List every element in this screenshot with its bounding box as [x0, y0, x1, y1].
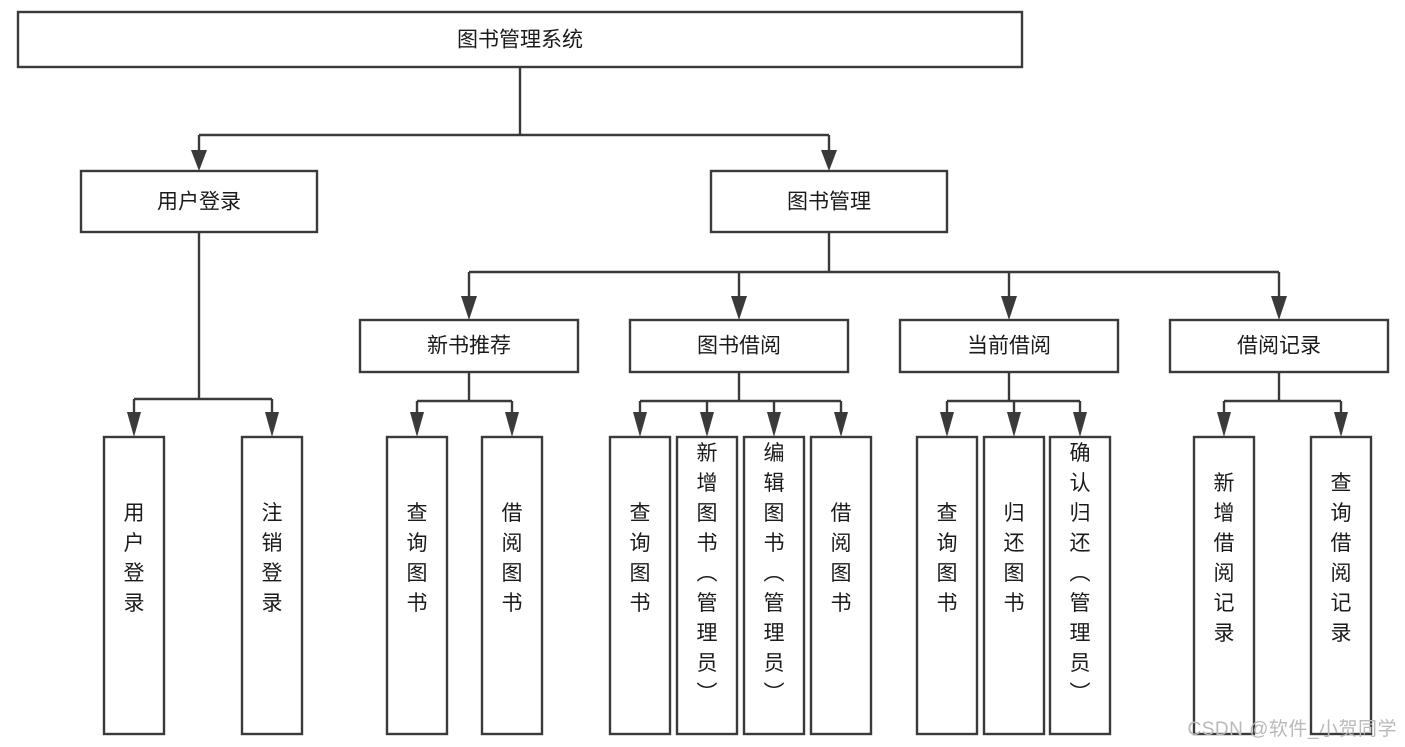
leaf-nb-borrow-book-box — [480, 435, 544, 736]
node-new-book-recommend-label: 新书推荐 — [427, 335, 511, 358]
arrow-head-bb-leaf2 — [700, 412, 714, 437]
csdn-watermark: CSDN @软件_小贺同学 — [1187, 719, 1397, 740]
arrow-head-bb-leaf3 — [767, 412, 781, 437]
node-new-book-recommend[interactable]: 新书推荐 — [358, 318, 580, 374]
arrow-head-current-borrow — [1001, 296, 1017, 320]
arrow-head-bb-leaf1 — [633, 412, 647, 437]
leaf-nb-borrow-book-label: 借阅图书 — [502, 502, 523, 615]
node-borrow-record-box — [1168, 318, 1390, 374]
arrow-head-cb-leaf1 — [940, 412, 954, 437]
node-book-management[interactable]: 图书管理 — [709, 169, 949, 234]
arrow-head-leaf-user-login — [127, 412, 141, 437]
node-root-system[interactable]: 图书管理系统 — [16, 10, 1024, 69]
arrow-head-nb-leaf1 — [410, 412, 424, 437]
leaf-bb-edit-book-label: 编辑图书︵管理员︶ — [764, 442, 785, 705]
node-book-borrow[interactable]: 图书借阅 — [628, 318, 850, 374]
arrow-head-bb-leaf4 — [834, 412, 848, 437]
node-current-borrow-label: 当前借阅 — [967, 335, 1051, 358]
arrow-head-new-book — [461, 296, 477, 320]
leaf-cb-query-book-box — [915, 435, 979, 736]
leaf-cb-return-book-label: 归还图书 — [1004, 502, 1025, 615]
leaf-node[interactable]: 借阅图书 — [809, 435, 873, 736]
leaf-br-add-record-box — [1192, 435, 1256, 736]
arrow-head-book-borrow — [731, 296, 747, 320]
node-root-box — [16, 10, 1024, 69]
node-book-borrow-label: 图书借阅 — [697, 335, 781, 358]
leaf-bb-borrow-book-box — [809, 435, 873, 736]
arrow-head-nb-leaf2 — [505, 412, 519, 437]
leaf-node[interactable]: 编辑图书︵管理员︶ — [742, 435, 806, 736]
leaf-bb-query-book-label: 查询图书 — [630, 502, 651, 615]
leaf-br-query-record-label: 查询借阅记录 — [1331, 472, 1352, 645]
leaf-nb-query-book-label: 查询图书 — [407, 502, 428, 615]
leaf-node[interactable]: 归还图书 — [982, 435, 1046, 736]
arrow-head-cb-leaf2 — [1007, 412, 1021, 437]
arrow-head-br-leaf2 — [1334, 412, 1348, 437]
leaf-node[interactable]: 用户登录 — [102, 435, 166, 736]
leaf-bb-query-book-box — [608, 435, 672, 736]
leaf-node[interactable]: 新增图书︵管理员︶ — [675, 435, 739, 736]
leaf-bb-edit-book-box — [742, 435, 806, 736]
leaf-node[interactable]: 查询借阅记录 — [1309, 435, 1373, 736]
arrow-head-book-mgmt — [821, 150, 837, 171]
leaf-user-login-box — [102, 435, 166, 736]
leaf-node[interactable]: 查询图书 — [608, 435, 672, 736]
leaf-cb-confirm-return-label: 确认归还︵管理员︶ — [1070, 442, 1091, 705]
leaf-cb-confirm-return-box — [1048, 435, 1112, 736]
leaf-nb-query-book-box — [385, 435, 449, 736]
arrow-head-cb-leaf3 — [1073, 412, 1087, 437]
arrow-head-leaf-logout — [265, 412, 279, 437]
leaf-node[interactable]: 查询图书 — [385, 435, 449, 736]
node-user-login-box — [79, 169, 319, 234]
leaf-node[interactable]: 新增借阅记录 — [1192, 435, 1256, 736]
leaf-cb-query-book-label: 查询图书 — [937, 502, 958, 615]
node-book-borrow-box — [628, 318, 850, 374]
leaf-logout-box — [240, 435, 304, 736]
node-root-label: 图书管理系统 — [457, 29, 583, 52]
leaf-node[interactable]: 查询图书 — [915, 435, 979, 736]
arrow-head-br-leaf1 — [1217, 412, 1231, 437]
leaf-br-query-record-box — [1309, 435, 1373, 736]
leaf-cb-return-book-box — [982, 435, 1046, 736]
leaf-node[interactable]: 注销登录 — [240, 435, 304, 736]
leaf-node[interactable]: 确认归还︵管理员︶ — [1048, 435, 1112, 736]
arrow-head-user-login — [191, 150, 207, 171]
node-book-management-label: 图书管理 — [787, 191, 871, 214]
node-user-login-label: 用户登录 — [157, 191, 241, 214]
node-current-borrow[interactable]: 当前借阅 — [898, 318, 1120, 374]
node-new-book-recommend-box — [358, 318, 580, 374]
node-borrow-record[interactable]: 借阅记录 — [1168, 318, 1390, 374]
node-user-login[interactable]: 用户登录 — [79, 169, 319, 234]
leaf-user-login-label: 用户登录 — [124, 502, 145, 615]
leaf-node[interactable]: 借阅图书 — [480, 435, 544, 736]
node-borrow-record-label: 借阅记录 — [1237, 335, 1321, 358]
arrow-head-borrow-record — [1271, 296, 1287, 320]
node-book-management-box — [709, 169, 949, 234]
leaf-logout-label: 注销登录 — [262, 502, 283, 615]
leaf-br-add-record-label: 新增借阅记录 — [1214, 472, 1235, 645]
leaf-bb-add-book-label: 新增图书︵管理员︶ — [697, 442, 718, 705]
connector-layer — [127, 67, 1348, 437]
node-current-borrow-box — [898, 318, 1120, 374]
leaf-bb-add-book-box — [675, 435, 739, 736]
leaf-bb-borrow-book-label: 借阅图书 — [831, 502, 852, 615]
